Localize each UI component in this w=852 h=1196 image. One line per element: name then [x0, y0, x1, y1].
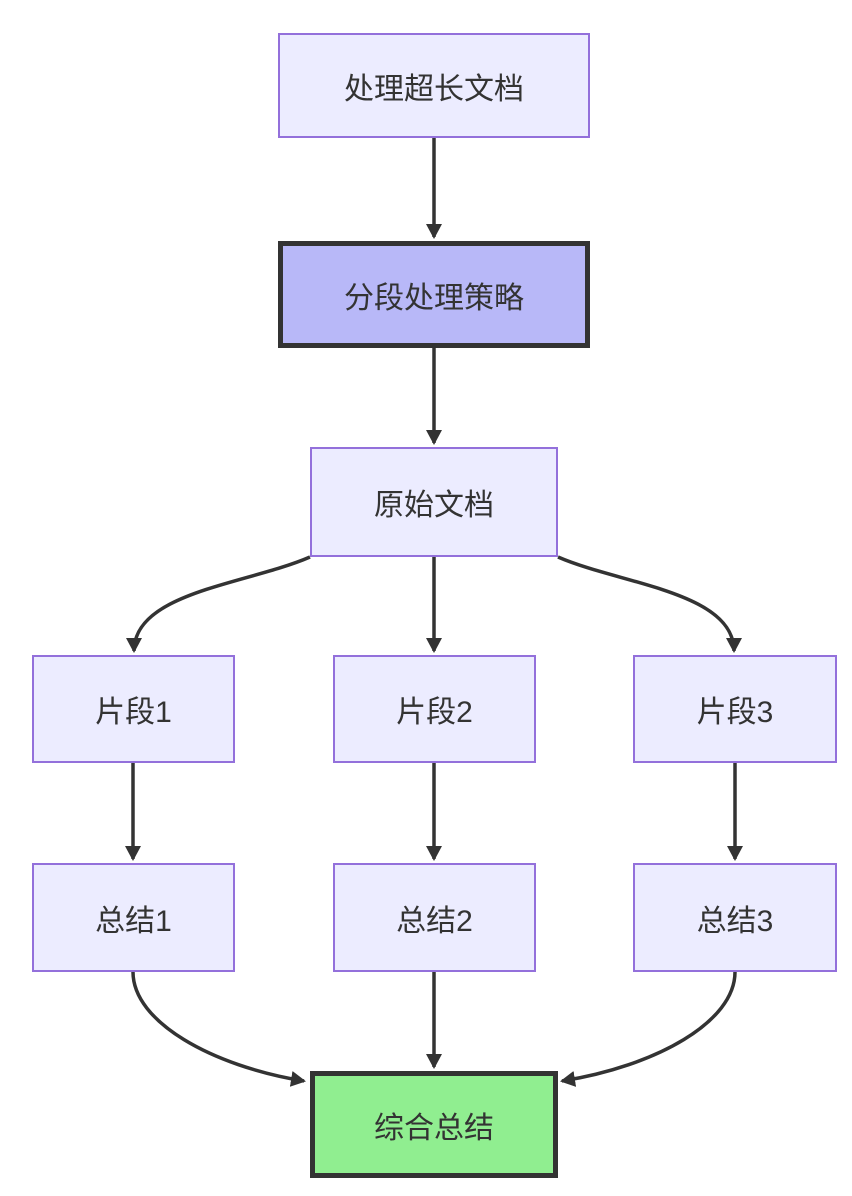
node-segment2: 片段2 [333, 655, 536, 763]
edge-summary3-to-final [560, 971, 737, 1087]
edge-summary1-to-final [131, 971, 306, 1087]
node-summary2: 总结2 [333, 863, 536, 972]
node-final-summary: 综合总结 [310, 1071, 558, 1178]
node-summary1: 总结1 [32, 863, 235, 972]
node-process-long-doc: 处理超长文档 [278, 33, 590, 138]
node-segment1: 片段1 [32, 655, 235, 763]
node-label: 分段处理策略 [344, 281, 524, 315]
node-segmentation-strategy: 分段处理策略 [278, 241, 590, 348]
node-label: 总结1 [95, 904, 172, 938]
edge-original-to-segment3 [557, 555, 742, 653]
node-label: 片段3 [696, 696, 774, 729]
node-segment3: 片段3 [633, 655, 837, 763]
node-label: 片段1 [95, 696, 172, 729]
node-label: 处理超长文档 [344, 72, 524, 106]
edge-original-to-segment1 [126, 555, 311, 653]
node-label: 总结2 [396, 904, 473, 938]
node-label: 片段2 [396, 696, 473, 729]
node-label: 综合总结 [374, 1111, 494, 1145]
node-summary3: 总结3 [633, 863, 837, 972]
node-label: 原始文档 [374, 489, 494, 522]
node-original-doc: 原始文档 [310, 447, 558, 557]
node-label: 总结3 [696, 904, 774, 938]
